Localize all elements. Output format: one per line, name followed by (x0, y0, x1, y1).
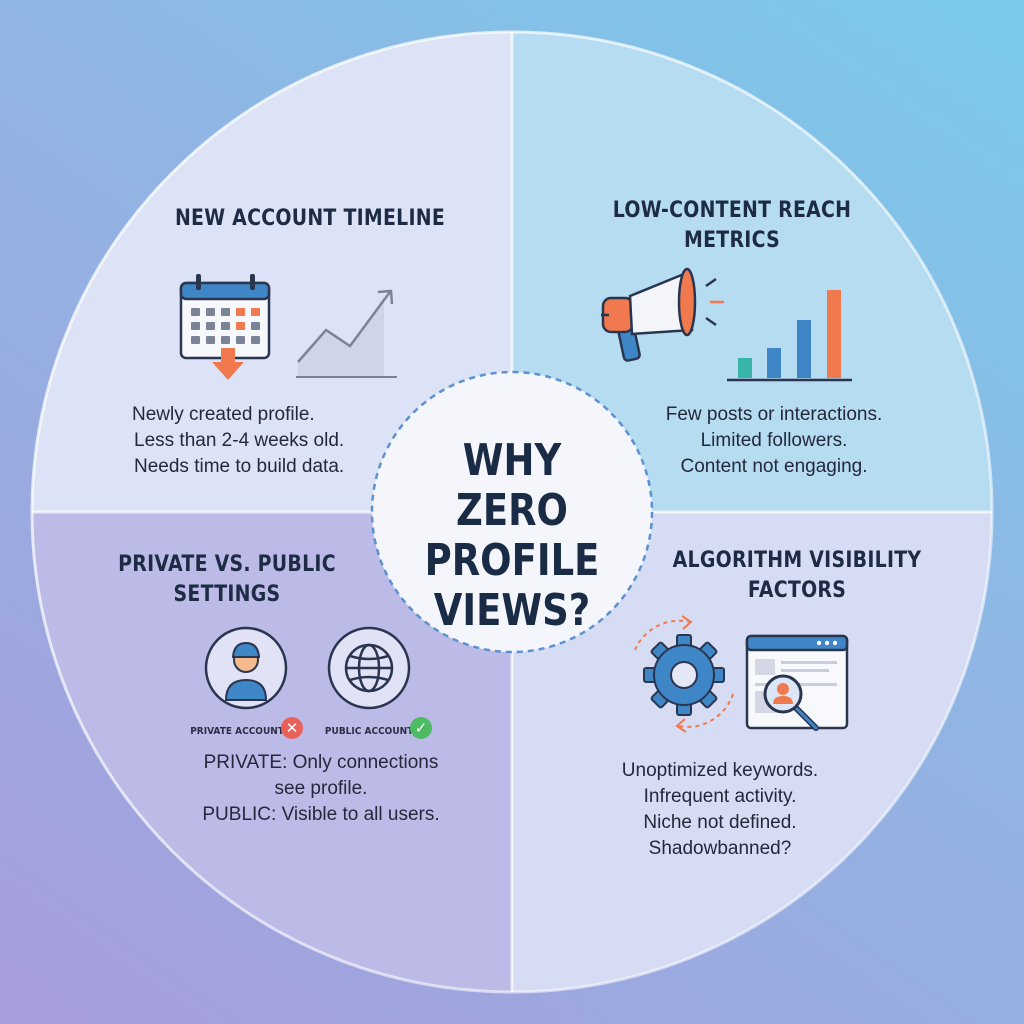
privacy-title: PRIVATE VS. PUBLIC SETTINGS (98, 550, 356, 610)
algorithm-description: Unoptimized keywords. Infrequent activit… (600, 758, 840, 862)
privacy-description: PRIVATE: Only connections see profile. P… (196, 750, 446, 828)
algorithm-line: Niche not defined. (643, 812, 797, 833)
calendar-icon (179, 274, 271, 380)
low-content-line: Limited followers. (700, 430, 848, 451)
center-title-line: PROFILE (424, 535, 600, 586)
center-title-line: VIEWS? (433, 585, 591, 636)
low-content-line: Few posts or interactions. (665, 404, 883, 425)
algorithm-line: Unoptimized keywords. (621, 760, 819, 781)
globe-icon (327, 626, 411, 710)
outer-ring (30, 30, 994, 994)
new-account-description: Newly created profile. Less than 2-4 wee… (132, 402, 344, 480)
center-title-line: WHY ZERO (456, 435, 568, 536)
algorithm-title: ALGORITHM VISIBILITY FACTORS (655, 546, 939, 606)
trend-line-icon (296, 289, 397, 378)
gear-icon (634, 615, 734, 733)
check-icon: ✓ (410, 717, 432, 739)
new-account-title-line: NEW ACCOUNT TIMELINE (174, 206, 446, 231)
low-content-line: Content not engaging. (680, 456, 868, 477)
center-circle (370, 370, 654, 654)
new-account-title: NEW ACCOUNT TIMELINE (172, 204, 447, 234)
privacy-title-line: PRIVATE VS. PUBLIC (118, 552, 336, 577)
new-account-line: Needs time to build data. (134, 456, 345, 477)
algorithm-title-line: ALGORITHM VISIBILITY (672, 548, 922, 573)
privacy-line: PRIVATE: Only connections (203, 752, 439, 773)
privacy-title-line: SETTINGS (173, 582, 281, 607)
low-content-description: Few posts or interactions. Limited follo… (656, 402, 892, 480)
public-account-label: PUBLIC ACCOUNT (324, 726, 414, 737)
bar-chart-icon (727, 290, 852, 382)
low-content-title-line: METRICS (684, 228, 780, 253)
new-account-line: Newly created profile. (132, 404, 315, 425)
privacy-line: PUBLIC: Visible to all users. (202, 804, 440, 825)
private-account-label: PRIVATE ACCOUNT (190, 726, 284, 737)
center-title: WHY ZERO PROFILE VIEWS? (411, 436, 613, 636)
algorithm-line: Infrequent activity. (643, 786, 797, 807)
low-content-title: LOW-CONTENT REACH METRICS (590, 196, 874, 256)
megaphone-icon (601, 267, 724, 362)
new-account-line: Less than 2-4 weeks old. (134, 430, 345, 451)
privacy-line: see profile. (274, 778, 368, 799)
low-content-title-line: LOW-CONTENT REACH (612, 198, 852, 223)
algorithm-line: Shadowbanned? (648, 838, 792, 859)
algorithm-title-line: FACTORS (747, 578, 847, 603)
cross-icon: ✕ (281, 717, 303, 739)
user-icon (204, 626, 288, 710)
search-window-icon (745, 634, 849, 731)
